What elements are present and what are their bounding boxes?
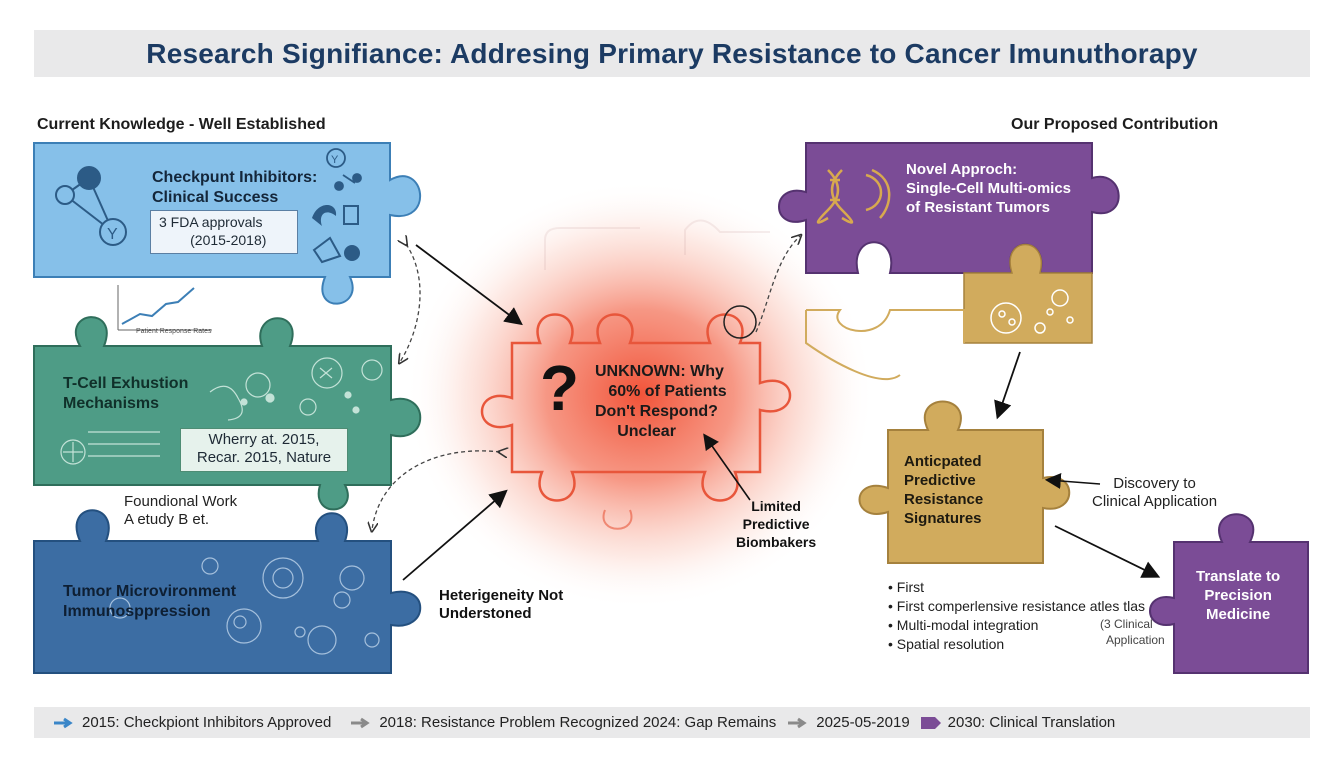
left-heading: Current Knowledge - Well Established (37, 116, 326, 133)
cell-culture-piece (963, 243, 1093, 344)
focus-circle (723, 305, 757, 339)
unknown-text: UNKNOWN: Why 60% of Patients Don't Respo… (595, 363, 727, 440)
ghost-tab (602, 509, 633, 530)
timeline-bar: 2015: Checkpiont Inhibitors Approved 201… (34, 707, 1310, 738)
purple-tag-icon (920, 716, 941, 729)
chart-caption: Patient Response Rates (136, 328, 212, 335)
anticipated-piece (858, 400, 1071, 564)
bullet-item: First (888, 578, 1145, 597)
bullet-item: First comperlensive resistance atles tla… (888, 597, 1145, 616)
translate-piece (1149, 513, 1309, 674)
checkpoint-title: Checkpunt Inhibitors: Clinical Success (152, 169, 318, 206)
unknown-piece (480, 313, 792, 502)
timeline-item-2030: 2030: Clinical Translation (920, 714, 1115, 731)
page-title: Research Signifiance: Addresing Primary … (146, 37, 1198, 69)
bullet-item: Multi-modal integration (888, 616, 1145, 635)
gray-arrow-icon (788, 717, 807, 728)
clinical-application-note: (3 Clinical Application (1100, 617, 1165, 647)
gray-arrow-icon (351, 717, 371, 728)
right-heading: Our Proposed Contribution (1011, 116, 1219, 133)
timeline-item-2015: 2015: Checkpiont Inhibitors Approved (52, 714, 331, 731)
limited-biomarkers: Limited Predictive Biombakers (736, 498, 817, 550)
discovery-label: Discovery to Clinical Application (1092, 475, 1218, 510)
flow-arrows (372, 236, 1161, 581)
timeline-item-2018: 2018: Resistance Problem Recognized 2024… (349, 714, 776, 731)
molecule-icon: Y (55, 166, 127, 246)
ghost-pieces (544, 219, 770, 270)
gold-outline (806, 309, 965, 343)
dna-icon (816, 168, 891, 224)
title-bar: Research Signifiance: Addresing Primary … (34, 30, 1310, 77)
unknown-glow (405, 180, 875, 610)
checkpoint-ref-box: 3 FDA approvals (2015-2018) (150, 210, 298, 254)
microenvironment-sketch (109, 557, 380, 655)
gold-tail (805, 310, 901, 381)
drug-icons (312, 205, 360, 264)
tumor-title: Tumor Microvironment Immunosppression (63, 583, 237, 620)
tumor-piece (33, 509, 422, 674)
translate-title: Translate to Precision Medicine (1196, 568, 1281, 623)
petri-dish-icon (990, 289, 1074, 334)
timeline-item-2025: 2025-05-2019 (786, 714, 910, 731)
foundational-note: Foundional Work A etudy B et. (124, 493, 238, 528)
question-mark-icon: ? (540, 352, 580, 424)
novel-approach-title: Novel Approch: Single-Cell Multi-omics o… (906, 161, 1072, 216)
bullet-item: Spatial resolution (888, 635, 1145, 654)
response-chart (117, 285, 212, 331)
tcell-ref-box: Wherry at. 2015, Recar. 2015, Nature (180, 428, 348, 472)
contribution-bullets: First First comperlensive resistance atl… (888, 578, 1145, 654)
anticipated-title: Anticpated Predictive Resistance Signatu… (904, 453, 984, 527)
heterogeneity-label: Heterigeneity Not Understoned (439, 587, 564, 622)
blue-arrow-icon (54, 717, 73, 728)
svg-text:Y: Y (331, 154, 339, 166)
cell-sketch-icons (60, 357, 383, 465)
antibody-icon: Y (326, 148, 362, 191)
svg-text:Y: Y (107, 226, 118, 243)
tcell-title: T-Cell Exhustion Mechanisms (63, 375, 189, 412)
